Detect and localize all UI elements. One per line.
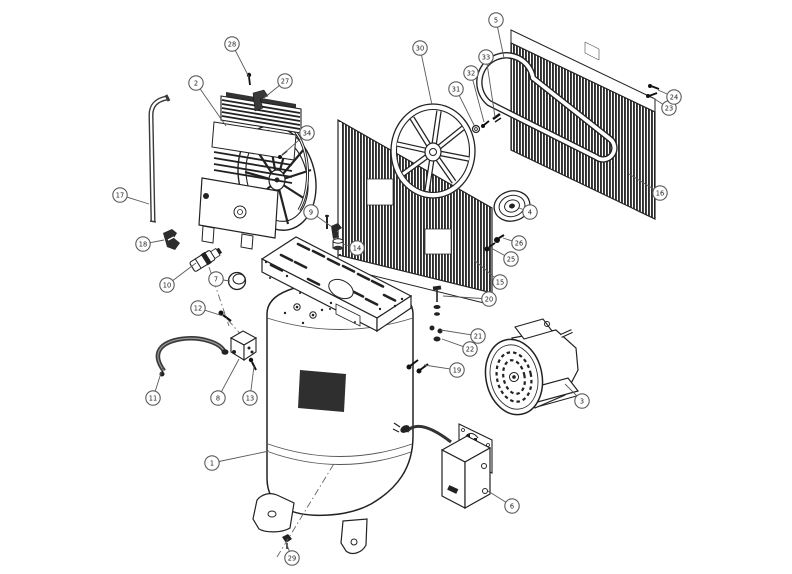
tank-foot-front	[340, 518, 368, 555]
balloon-32-lock-washer: 32	[463, 65, 485, 123]
svg-text:11: 11	[149, 394, 157, 402]
nut	[332, 238, 344, 251]
svg-text:24: 24	[670, 93, 678, 101]
balloon-16-belt-guard-back-panel: 16	[628, 173, 668, 201]
balloon-19-screw-pair: 19	[423, 362, 465, 378]
svg-text:4: 4	[528, 208, 532, 216]
pump-assembly	[198, 92, 317, 250]
balloon-12-bolt: 12	[190, 300, 224, 317]
balloon-29-drain-valve: 29	[284, 544, 300, 566]
check-valve-fitting	[189, 247, 223, 272]
svg-text:3: 3	[580, 397, 584, 405]
svg-text:29: 29	[288, 554, 296, 562]
flywheel-hardware	[471, 113, 502, 134]
balloon-22-nut: 22	[441, 338, 478, 357]
balloon-17-handle: 17	[112, 187, 150, 205]
svg-text:27: 27	[281, 77, 289, 85]
drive-belt	[476, 52, 618, 163]
svg-text:6: 6	[510, 502, 514, 510]
electric-motor	[484, 318, 581, 416]
tank-label	[298, 370, 346, 412]
balloon-24-screw: 24	[657, 89, 682, 105]
belt-guard-front-panel	[337, 118, 493, 306]
balloon-8-valve-box: 8	[210, 358, 240, 406]
balloon-18-elbow: 18	[135, 236, 165, 252]
bracket	[252, 89, 269, 112]
svg-text:23: 23	[665, 104, 673, 112]
balloon-6-pressure-switch-cover: 6	[487, 490, 520, 514]
balloon-1-air-tank: 1	[204, 450, 270, 471]
balloon-30-flywheel: 30	[412, 40, 433, 106]
svg-text:21: 21	[474, 332, 482, 340]
svg-text:14: 14	[353, 244, 361, 252]
balloon-4-motor-pulley: 4	[518, 204, 538, 220]
handle	[148, 94, 171, 223]
balloon-7-cap: 7	[208, 271, 231, 287]
power-plug	[400, 425, 410, 433]
motor-pulley	[493, 190, 531, 222]
svg-text:26: 26	[515, 239, 523, 247]
balloon-27-bracket: 27	[263, 73, 293, 99]
svg-text:25: 25	[507, 255, 515, 263]
balloon-13-screw: 13	[242, 365, 258, 406]
svg-text:34: 34	[303, 129, 311, 137]
pressure-switch-assembly	[392, 422, 493, 510]
svg-text:10: 10	[163, 281, 171, 289]
callout-balloons: 1234567891011121314151617181920212223242…	[112, 12, 682, 566]
balloon-5-drive-belt: 5	[488, 12, 505, 59]
balloon-33-spacer: 33	[478, 49, 496, 118]
balloon-28-bolt: 28	[224, 36, 250, 78]
discharge-tube	[155, 336, 229, 377]
svg-text:15: 15	[496, 278, 504, 286]
svg-text:32: 32	[467, 69, 475, 77]
svg-text:30: 30	[416, 44, 424, 52]
balloon-34-flywheel-bolt: 34	[281, 125, 315, 156]
flywheel	[390, 103, 476, 199]
screw-parts-top-right	[646, 84, 660, 98]
svg-text:5: 5	[494, 16, 498, 24]
mounting-platform-plate	[260, 236, 413, 333]
svg-text:9: 9	[309, 208, 313, 216]
svg-text:18: 18	[139, 240, 147, 248]
tank-foot-left	[252, 493, 295, 533]
svg-text:7: 7	[214, 275, 218, 283]
svg-text:12: 12	[194, 304, 202, 312]
svg-text:2: 2	[194, 79, 198, 87]
svg-text:20: 20	[485, 295, 493, 303]
svg-text:8: 8	[216, 394, 220, 402]
elbow	[163, 229, 180, 250]
balloon-14-nut: 14	[342, 240, 365, 256]
valve-box	[229, 330, 258, 362]
balloon-20-bolt-and-washers: 20	[442, 291, 497, 307]
air-tank	[252, 282, 414, 555]
drain-valve	[282, 534, 292, 543]
svg-text:17: 17	[116, 191, 124, 199]
svg-text:28: 28	[228, 40, 236, 48]
balloon-11-discharge-tube: 11	[145, 366, 164, 406]
balloon-31-washer: 31	[448, 81, 476, 128]
balloon-9-elbow-fitting: 9	[303, 204, 333, 228]
bolt-12	[218, 310, 232, 322]
balloon-21-washer: 21	[440, 328, 486, 344]
cap	[227, 271, 247, 291]
svg-text:31: 31	[452, 85, 460, 93]
screw-13	[248, 357, 257, 371]
svg-text:16: 16	[656, 189, 664, 197]
balloon-3-electric-motor: 3	[564, 383, 590, 409]
svg-text:1: 1	[210, 459, 214, 467]
balloon-26-screw: 26	[502, 235, 527, 251]
balloon-2-pump-assembly: 2	[188, 75, 227, 127]
balloon-15-belt-guard-front-panel: 15	[473, 259, 508, 290]
svg-text:33: 33	[482, 53, 490, 61]
balloon-25-screw: 25	[490, 247, 519, 267]
svg-text:22: 22	[466, 345, 474, 353]
svg-text:19: 19	[453, 366, 461, 374]
svg-text:13: 13	[246, 394, 254, 402]
balloon-10-check-valve-fitting: 10	[159, 262, 197, 293]
mounting-hardware	[406, 234, 505, 374]
